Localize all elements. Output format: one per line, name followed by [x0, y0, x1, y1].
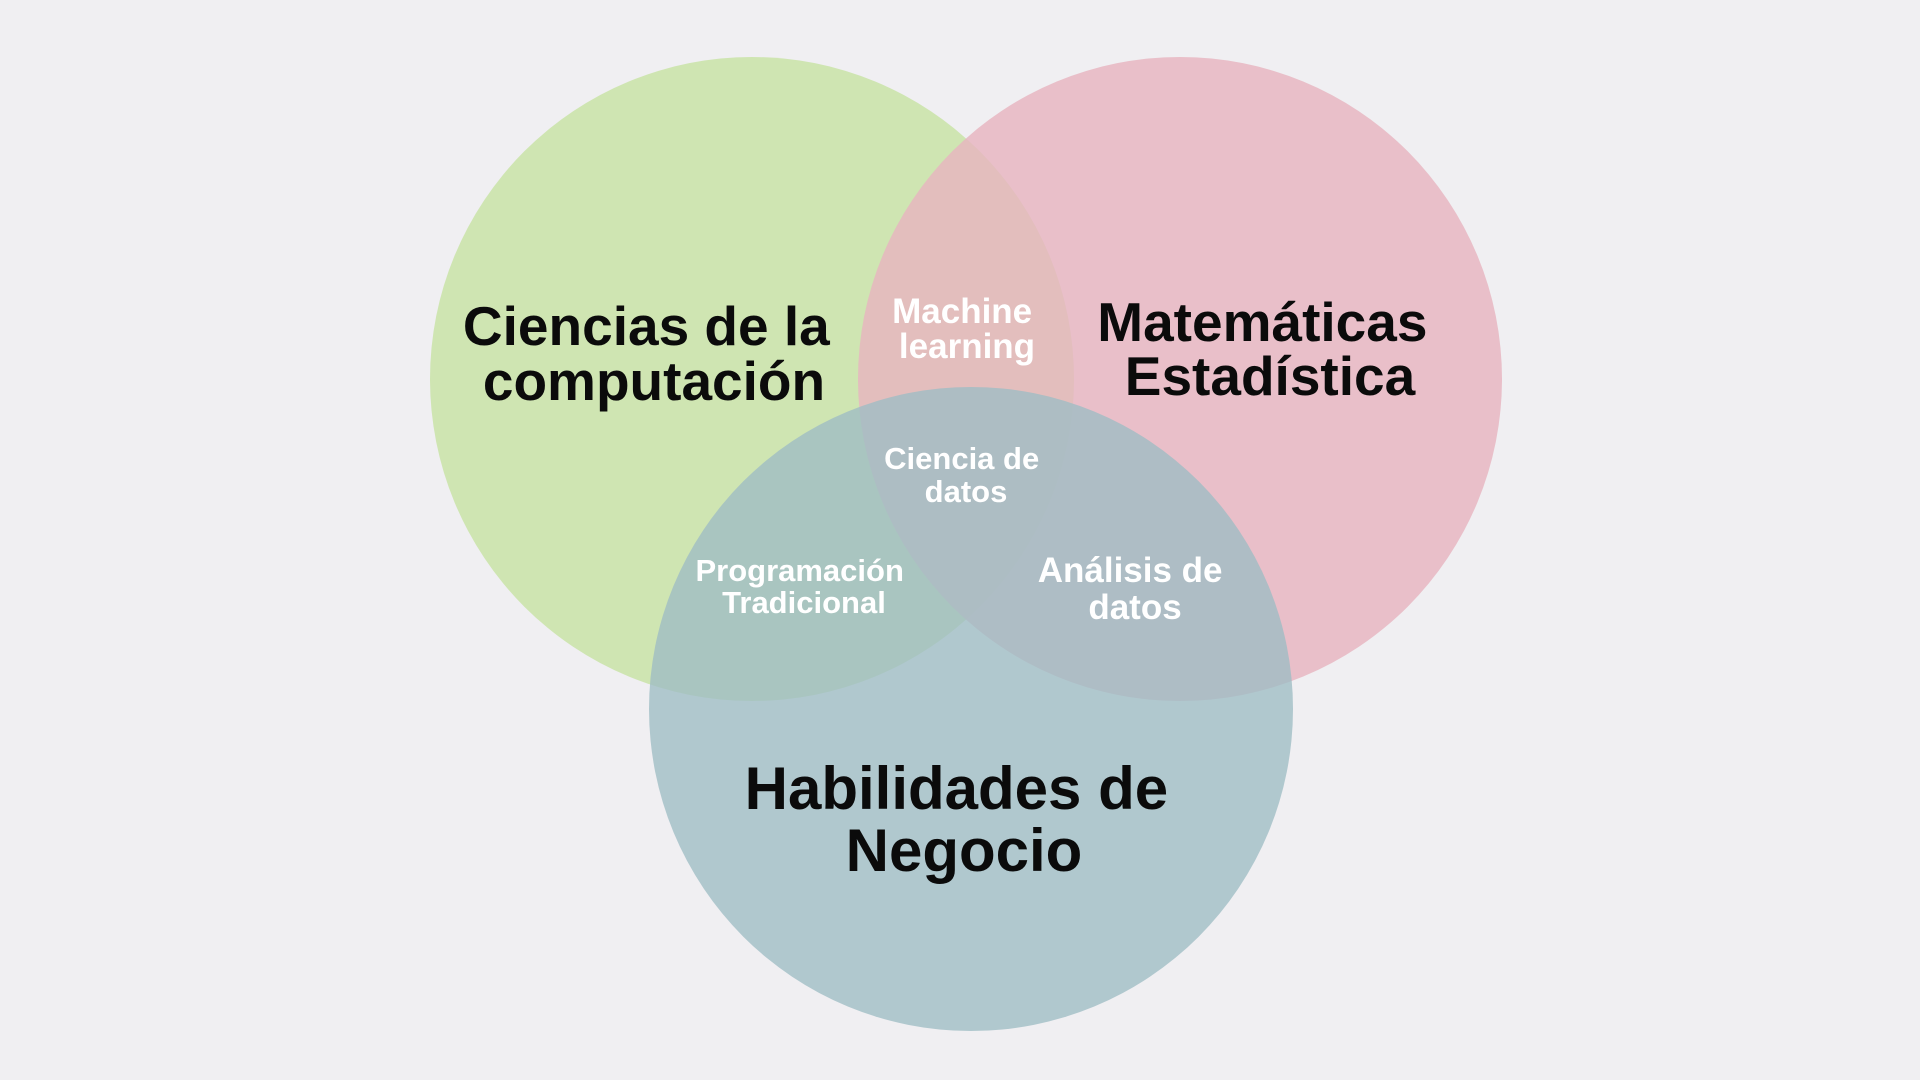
label-matematicas-estadistica: Matemáticas Estadística	[1097, 291, 1442, 407]
circle-habilidades-negocio	[649, 387, 1293, 1031]
label-ciencias-computacion: Ciencias de la computación	[463, 295, 845, 412]
label-machine-learning: Machine learning	[892, 292, 1042, 366]
label-analisis-de-datos: Análisis de datos	[1038, 551, 1233, 627]
label-habilidades-negocio: Habilidades de Negocio	[745, 755, 1184, 884]
label-programacion-tradicional: Programación Tradicional	[695, 553, 912, 620]
label-ciencia-de-datos: Ciencia de datos	[884, 441, 1048, 509]
